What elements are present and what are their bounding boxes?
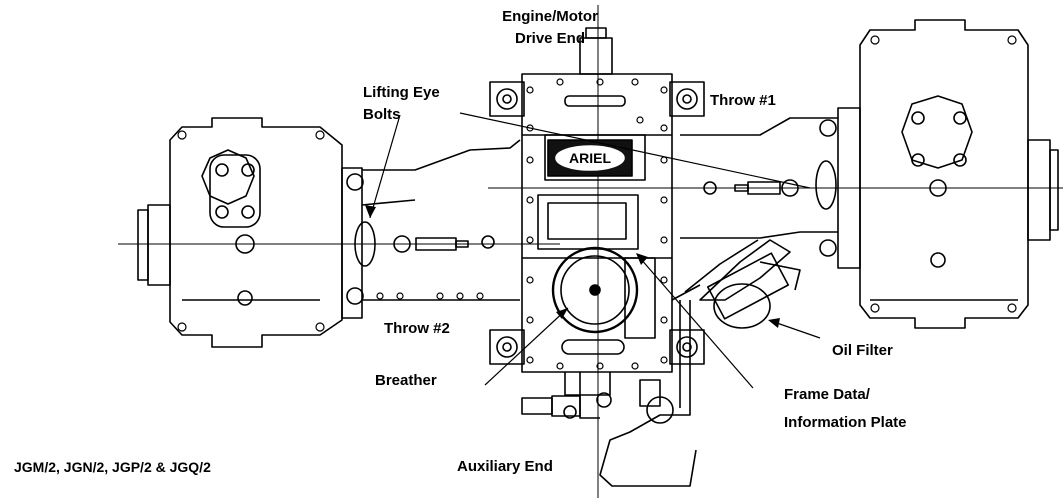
- oil-filter-assembly: [521, 239, 801, 487]
- frame-data-line1: Frame Data/: [784, 386, 870, 403]
- centerlines: [118, 5, 1063, 498]
- right-crosshead-guide: [680, 117, 838, 257]
- right-cylinder: [837, 19, 1059, 329]
- left-crosshead-guide: [346, 139, 521, 305]
- leader-lines: [369, 112, 821, 389]
- auxiliary-end-label: Auxiliary End: [457, 458, 553, 475]
- frame-data-line2: Information Plate: [784, 414, 907, 431]
- breather-cover: [551, 246, 639, 334]
- engine-drive-end-label: Engine/Motor Drive End: [480, 6, 620, 50]
- ariel-nameplate: ARIEL: [547, 139, 633, 177]
- lifting-eye-bolts-label: Lifting Eye Bolts: [363, 82, 440, 126]
- model-list-label: JGM/2, JGN/2, JGP/2 & JGQ/2: [14, 459, 211, 475]
- engine-drive-end-line1: Engine/Motor: [502, 8, 598, 25]
- throw-1-label: Throw #1: [710, 92, 776, 109]
- center-frame: [489, 27, 705, 396]
- left-cylinder: [137, 117, 363, 348]
- brand-text: ARIEL: [569, 150, 611, 166]
- lifting-eye-line1: Lifting Eye: [363, 84, 440, 101]
- engine-drive-end-line2: Drive End: [514, 30, 586, 47]
- oil-filter-label: Oil Filter: [832, 342, 893, 359]
- throw-2-label: Throw #2: [384, 320, 450, 337]
- lifting-eye-line2: Bolts: [363, 106, 401, 123]
- breather-label: Breather: [375, 372, 437, 389]
- leader-arrowheads: [365, 205, 780, 328]
- frame-data-plate-label: Frame Data/ Information Plate: [784, 384, 907, 434]
